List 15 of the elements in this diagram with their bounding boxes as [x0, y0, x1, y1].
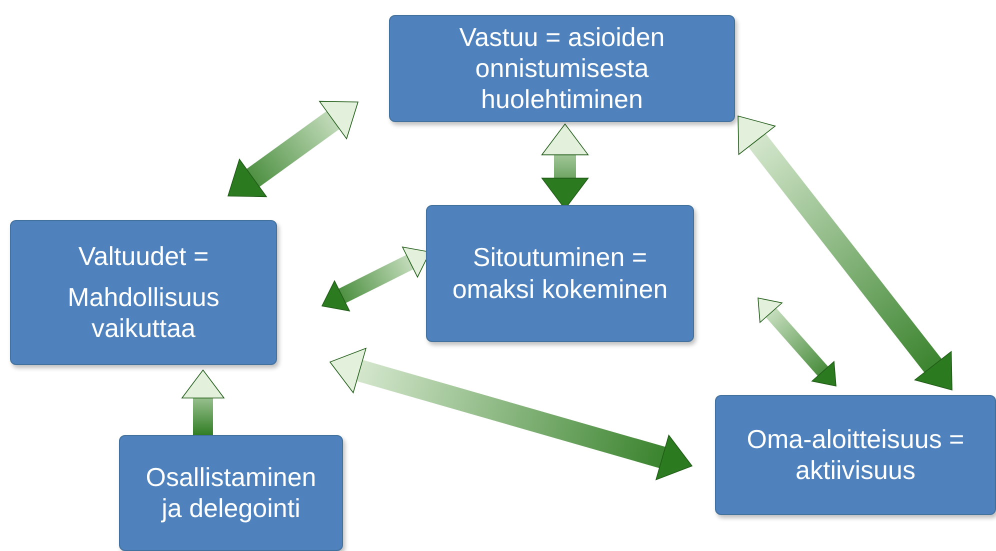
process-box — [10, 220, 277, 365]
box-text: Sitoutuminen = omaksi kokeminen — [451, 242, 669, 305]
process-box — [426, 205, 694, 342]
box-text: Vastuu = asioiden onnistumisesta huolehtiminen — [458, 22, 666, 116]
process-box — [389, 15, 735, 122]
double-arrow — [330, 348, 692, 480]
box-text: Oma-aloitteisuus = aktiivisuus — [746, 424, 966, 486]
box-text: Valtuudet = — [78, 240, 209, 272]
box-text: Osallistaminen ja delegointi — [144, 462, 318, 524]
process-box — [119, 435, 343, 551]
arrow — [182, 370, 224, 437]
double-arrow — [228, 100, 358, 198]
process-box — [715, 395, 996, 515]
box-text: Mahdollisuus vaikuttaa — [66, 282, 220, 344]
double-arrow — [758, 298, 836, 386]
